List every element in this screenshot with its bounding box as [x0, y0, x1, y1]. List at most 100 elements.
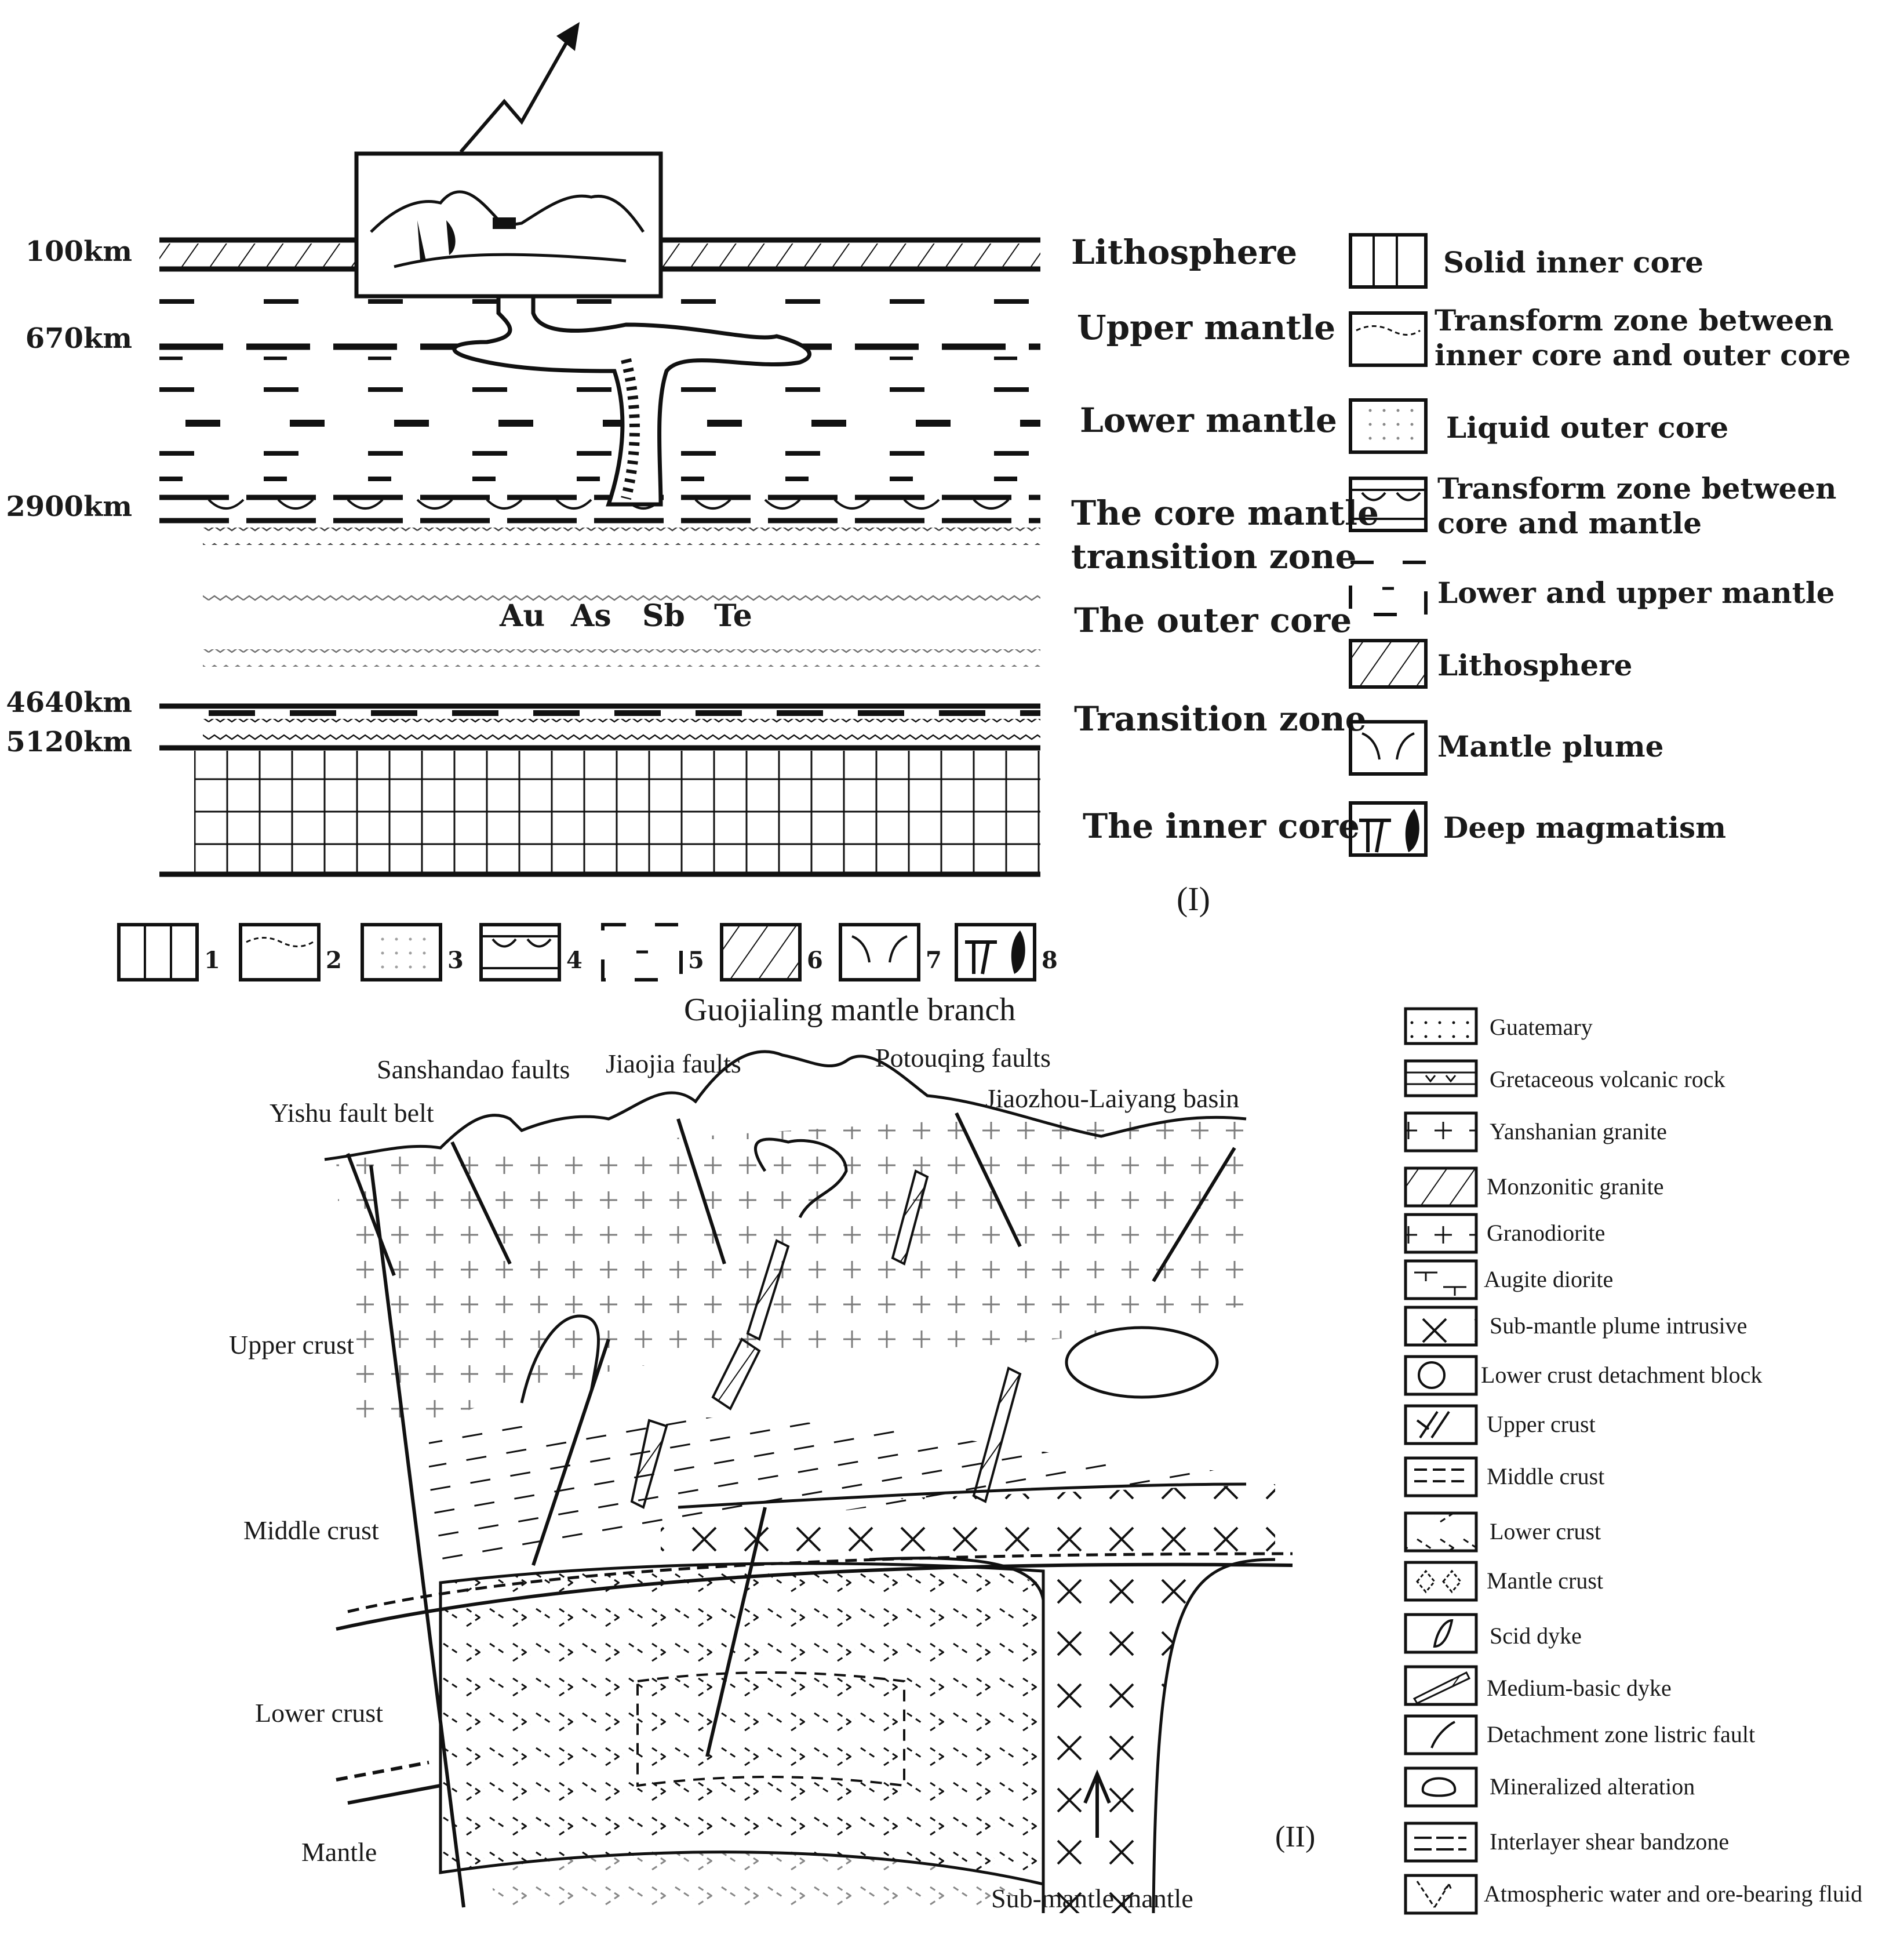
key-1: 1: [204, 947, 220, 974]
upward-arrow: [459, 34, 573, 153]
legend-scid-dyke: Scid dyke: [1490, 1623, 1582, 1649]
granite-dome-1: [753, 1137, 848, 1219]
legend-row: Augite diorite: [1404, 1259, 1613, 1300]
legend-augite-diorite: Augite diorite: [1484, 1266, 1613, 1292]
mantle-plume: [452, 276, 811, 507]
element-au: Au: [499, 598, 545, 634]
element-sb: Sb: [642, 598, 685, 634]
depth-2900: 2900km: [6, 490, 132, 523]
inset-layer: [394, 253, 627, 268]
label-guojialing: Guojialing mantle branch: [684, 992, 1015, 1028]
legend-row: Guatemary: [1404, 1007, 1593, 1045]
legend-transform-io-2: inner core and outer core: [1435, 338, 1851, 372]
layer-transition-zone-b: Transition zone: [1074, 699, 1367, 739]
legend-yanshanian: Yanshanian granite: [1490, 1118, 1667, 1144]
label-jiaojia: Jiaojia faults: [606, 1049, 741, 1078]
outer-core-wave-2: [203, 591, 1040, 609]
legend-medium-basic-dyke: Medium-basic dyke: [1487, 1675, 1672, 1701]
legend-upper-crust: Upper crust: [1487, 1411, 1596, 1437]
key-6: 6: [807, 947, 823, 974]
legend-monzonitic: Monzonitic granite: [1487, 1173, 1663, 1199]
fault-lines: [336, 1112, 1236, 1908]
panel-one-earth-section: 100km 670km 2900km 4640km 5120km Lithosp…: [6, 22, 1851, 981]
legend-transform-io-1: Transform zone between: [1435, 303, 1834, 337]
swatch-mantle: [1349, 561, 1428, 616]
layer-labels: Lithosphere Upper mantle Lower mantle Th…: [1071, 232, 1379, 846]
depth-670: 670km: [26, 322, 132, 355]
panel-two-crust-section: Guojialing mantle branch Sanshandao faul…: [229, 992, 1862, 1915]
swatch-transform-core-mantle: [1349, 477, 1428, 532]
legend-mantle: Lower and upper mantle: [1437, 576, 1835, 610]
swatch-transform-inner-outer: [1349, 311, 1428, 367]
cmt-cups: [207, 499, 1010, 510]
legend-row: Yanshanian granite: [1404, 1111, 1667, 1153]
numbered-keys: 1 2 3 4 5 6 7 8: [117, 923, 1058, 981]
inset-intrusions: [417, 217, 516, 261]
key-8: 8: [1042, 947, 1058, 974]
depth-labels: 100km 670km 2900km 4640km 5120km: [6, 235, 132, 758]
layer-transition-zone-a: transition zone: [1071, 537, 1356, 576]
key-4: 4: [566, 947, 583, 974]
legend-middle-crust: Middle crust: [1487, 1463, 1604, 1489]
swatch-mantle-plume: [1349, 720, 1428, 776]
legend-row: Detachment zone listric fault: [1404, 1714, 1755, 1755]
legend-guatemary: Guatemary: [1490, 1014, 1593, 1040]
legend-row: Mantle crust: [1404, 1561, 1603, 1602]
legend-row: Scid dyke: [1404, 1613, 1582, 1654]
legend-row: Granodiorite: [1404, 1213, 1605, 1254]
layer-upper-mantle: Upper mantle: [1077, 308, 1335, 347]
label-sanshandao: Sanshandao faults: [377, 1055, 570, 1084]
legend-panel-one: Solid inner core Transform zone between …: [1349, 233, 1851, 857]
panel-one-label: (I): [1177, 880, 1210, 918]
legend-mantle-crust: Mantle crust: [1487, 1568, 1603, 1594]
surface-inset-box: [354, 151, 663, 299]
tz-waves: [203, 719, 1040, 742]
plume-stipple: [621, 358, 640, 500]
dykes: [630, 1169, 1022, 1509]
legend-solid-inner-core: Solid inner core: [1443, 245, 1703, 279]
depth-4640: 4640km: [6, 686, 132, 719]
legend-row: Lower crust detachment block: [1404, 1355, 1762, 1396]
legend-row: Lower crust: [1404, 1511, 1601, 1553]
key-3: 3: [447, 947, 464, 974]
element-as: As: [570, 598, 611, 634]
middle-crust-body: [429, 1417, 1246, 1565]
panel-two-label: (II): [1275, 1820, 1315, 1853]
layer-outer-core: The outer core: [1074, 601, 1352, 640]
swatch-solid-inner-core: [1349, 233, 1428, 289]
legend-deep-magmatism: Deep magmatism: [1443, 810, 1726, 845]
label-lower-crust: Lower crust: [255, 1698, 383, 1728]
legend-transform-cm-1: Transform zone between: [1437, 471, 1837, 506]
legend-row: Medium-basic dyke: [1404, 1665, 1672, 1706]
legend-gretaceous: Gretaceous volcanic rock: [1490, 1066, 1725, 1092]
legend-listric-fault: Detachment zone listric fault: [1487, 1721, 1755, 1747]
outer-core-wave-1: [203, 528, 1040, 545]
label-sub-mantle: Sub-mantle mantle: [991, 1884, 1193, 1913]
legend-row: Atmospheric water and ore-bearing fluid: [1404, 1874, 1862, 1915]
label-jiaozhou: Jiaozhou-Laiyang basin: [985, 1084, 1239, 1113]
panel-two-top-labels: Guojialing mantle branch Sanshandao faul…: [270, 992, 1239, 1128]
swatch-liquid-outer-core: [1349, 398, 1428, 454]
legend-mineralized: Mineralized alteration: [1490, 1773, 1695, 1800]
key-2: 2: [326, 947, 342, 974]
layer-core-mantle: The core mantle: [1071, 493, 1379, 533]
outer-core-wave-3: [203, 649, 1040, 667]
legend-mantle-plume: Mantle plume: [1437, 729, 1663, 764]
legend-granodiorite: Granodiorite: [1487, 1220, 1605, 1246]
mantle-pattern: [493, 1797, 1014, 1913]
legend-lithosphere: Lithosphere: [1437, 648, 1632, 682]
augite-diorite-body: [1065, 1326, 1219, 1399]
legend-interlayer-shear: Interlayer shear bandzone: [1490, 1828, 1729, 1855]
legend-row: Mineralized alteration: [1404, 1766, 1695, 1808]
legend-lower-crust: Lower crust: [1490, 1518, 1601, 1544]
legend-transform-cm-2: core and mantle: [1437, 506, 1702, 540]
element-te: Te: [714, 598, 752, 634]
label-yishu: Yishu fault belt: [270, 1098, 434, 1128]
ground-surface: [324, 1050, 1247, 1161]
inner-core-grid: [194, 751, 1040, 873]
legend-panel-two: Guatemary Gretaceous volcanic rock Yansh…: [1404, 1007, 1862, 1915]
label-mantle: Mantle: [301, 1837, 377, 1867]
sub-mantle-plume-intrusive: [661, 1484, 1275, 1913]
plume-right-wall: [1152, 1558, 1276, 1914]
